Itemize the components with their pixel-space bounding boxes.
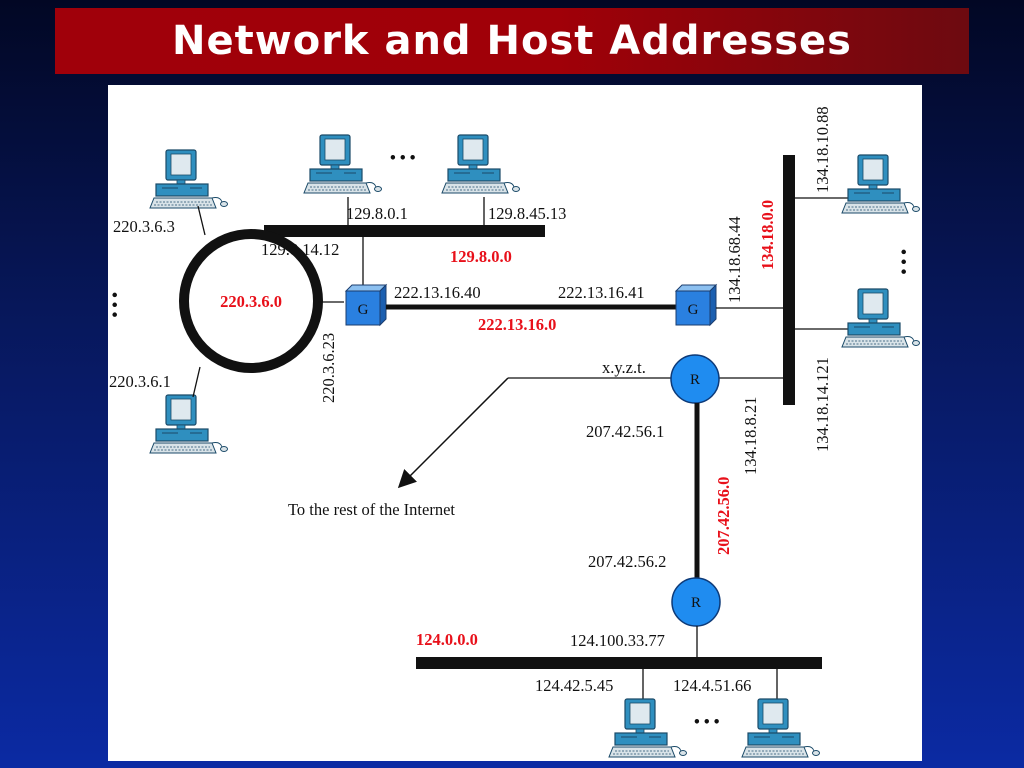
host-right-top: 134.18.10.88	[813, 106, 832, 193]
host-icon-bottom-lan-1	[608, 698, 688, 758]
host-ring-bottom: 220.3.6.1	[109, 372, 171, 391]
router-2-label: R	[691, 595, 701, 611]
ellipsis-ring: • • •	[108, 292, 124, 318]
iface-g2-link: 222.13.16.41	[558, 283, 645, 302]
gateway-box-icon: G	[344, 283, 388, 327]
host-top-lan-2: 129.8.45.13	[488, 204, 566, 223]
ring-network	[179, 229, 323, 373]
net-ring: 220.3.6.0	[220, 292, 282, 311]
iface-g1-link: 222.13.16.40	[394, 283, 481, 302]
host-icon-ring-bottom	[149, 394, 229, 454]
host-icon-right-bottom	[841, 288, 921, 348]
ellipsis-bottom: • • •	[694, 712, 720, 731]
router-circle-icon	[671, 577, 721, 627]
net-bottom-lan: 124.0.0.0	[416, 630, 478, 649]
iface-r2-link: 207.42.56.2	[588, 552, 666, 571]
iface-g2-right: 134.18.68.44	[725, 216, 744, 303]
host-icon-top-lan-2	[441, 134, 521, 194]
internet-arrow	[397, 377, 509, 489]
gateway-1-label: G	[358, 302, 369, 318]
router-1-label: R	[690, 372, 700, 388]
host-right-bottom: 134.18.14.121	[813, 357, 832, 452]
iface-r1-internet: x.y.z.t.	[602, 358, 646, 377]
host-icon-top-lan-1	[303, 134, 383, 194]
net-gateway-link: 222.13.16.0	[478, 315, 556, 334]
host-icon-bottom-lan-2	[741, 698, 821, 758]
host-top-lan-1: 129.8.0.1	[346, 204, 408, 223]
ellipsis-top: • • •	[390, 148, 416, 167]
net-right-lan: 134.18.0.0	[758, 200, 777, 270]
ellipsis-right: • • •	[894, 249, 913, 275]
host-bottom-lan-1: 124.42.5.45	[535, 676, 613, 695]
iface-g1-ring: 220.3.6.23	[319, 333, 338, 403]
net-top-lan: 129.8.0.0	[450, 247, 512, 266]
title-bar: Network and Host Addresses	[55, 8, 969, 74]
host-ring-top: 220.3.6.3	[113, 217, 175, 236]
slide-title: Network and Host Addresses	[172, 18, 852, 64]
iface-r2-bottom: 124.100.33.77	[570, 631, 665, 650]
gateway-2-label: G	[688, 302, 699, 318]
diagram-panel: • • • 129.8.0.1 129.8.45.13 129.8.14.12 …	[108, 85, 922, 761]
iface-r1-right: 134.18.8.21	[741, 397, 760, 475]
host-icon-ring-top	[149, 149, 229, 209]
host-bottom-lan-2: 124.4.51.66	[673, 676, 751, 695]
net-router-link: 207.42.56.0	[714, 477, 733, 555]
gateway-box-icon: G	[674, 283, 718, 327]
iface-r1-link: 207.42.56.1	[586, 422, 664, 441]
network-diagram: • • • 129.8.0.1 129.8.45.13 129.8.14.12 …	[108, 106, 921, 758]
host-icon-right-top	[841, 154, 921, 214]
internet-label: To the rest of the Internet	[288, 500, 455, 519]
